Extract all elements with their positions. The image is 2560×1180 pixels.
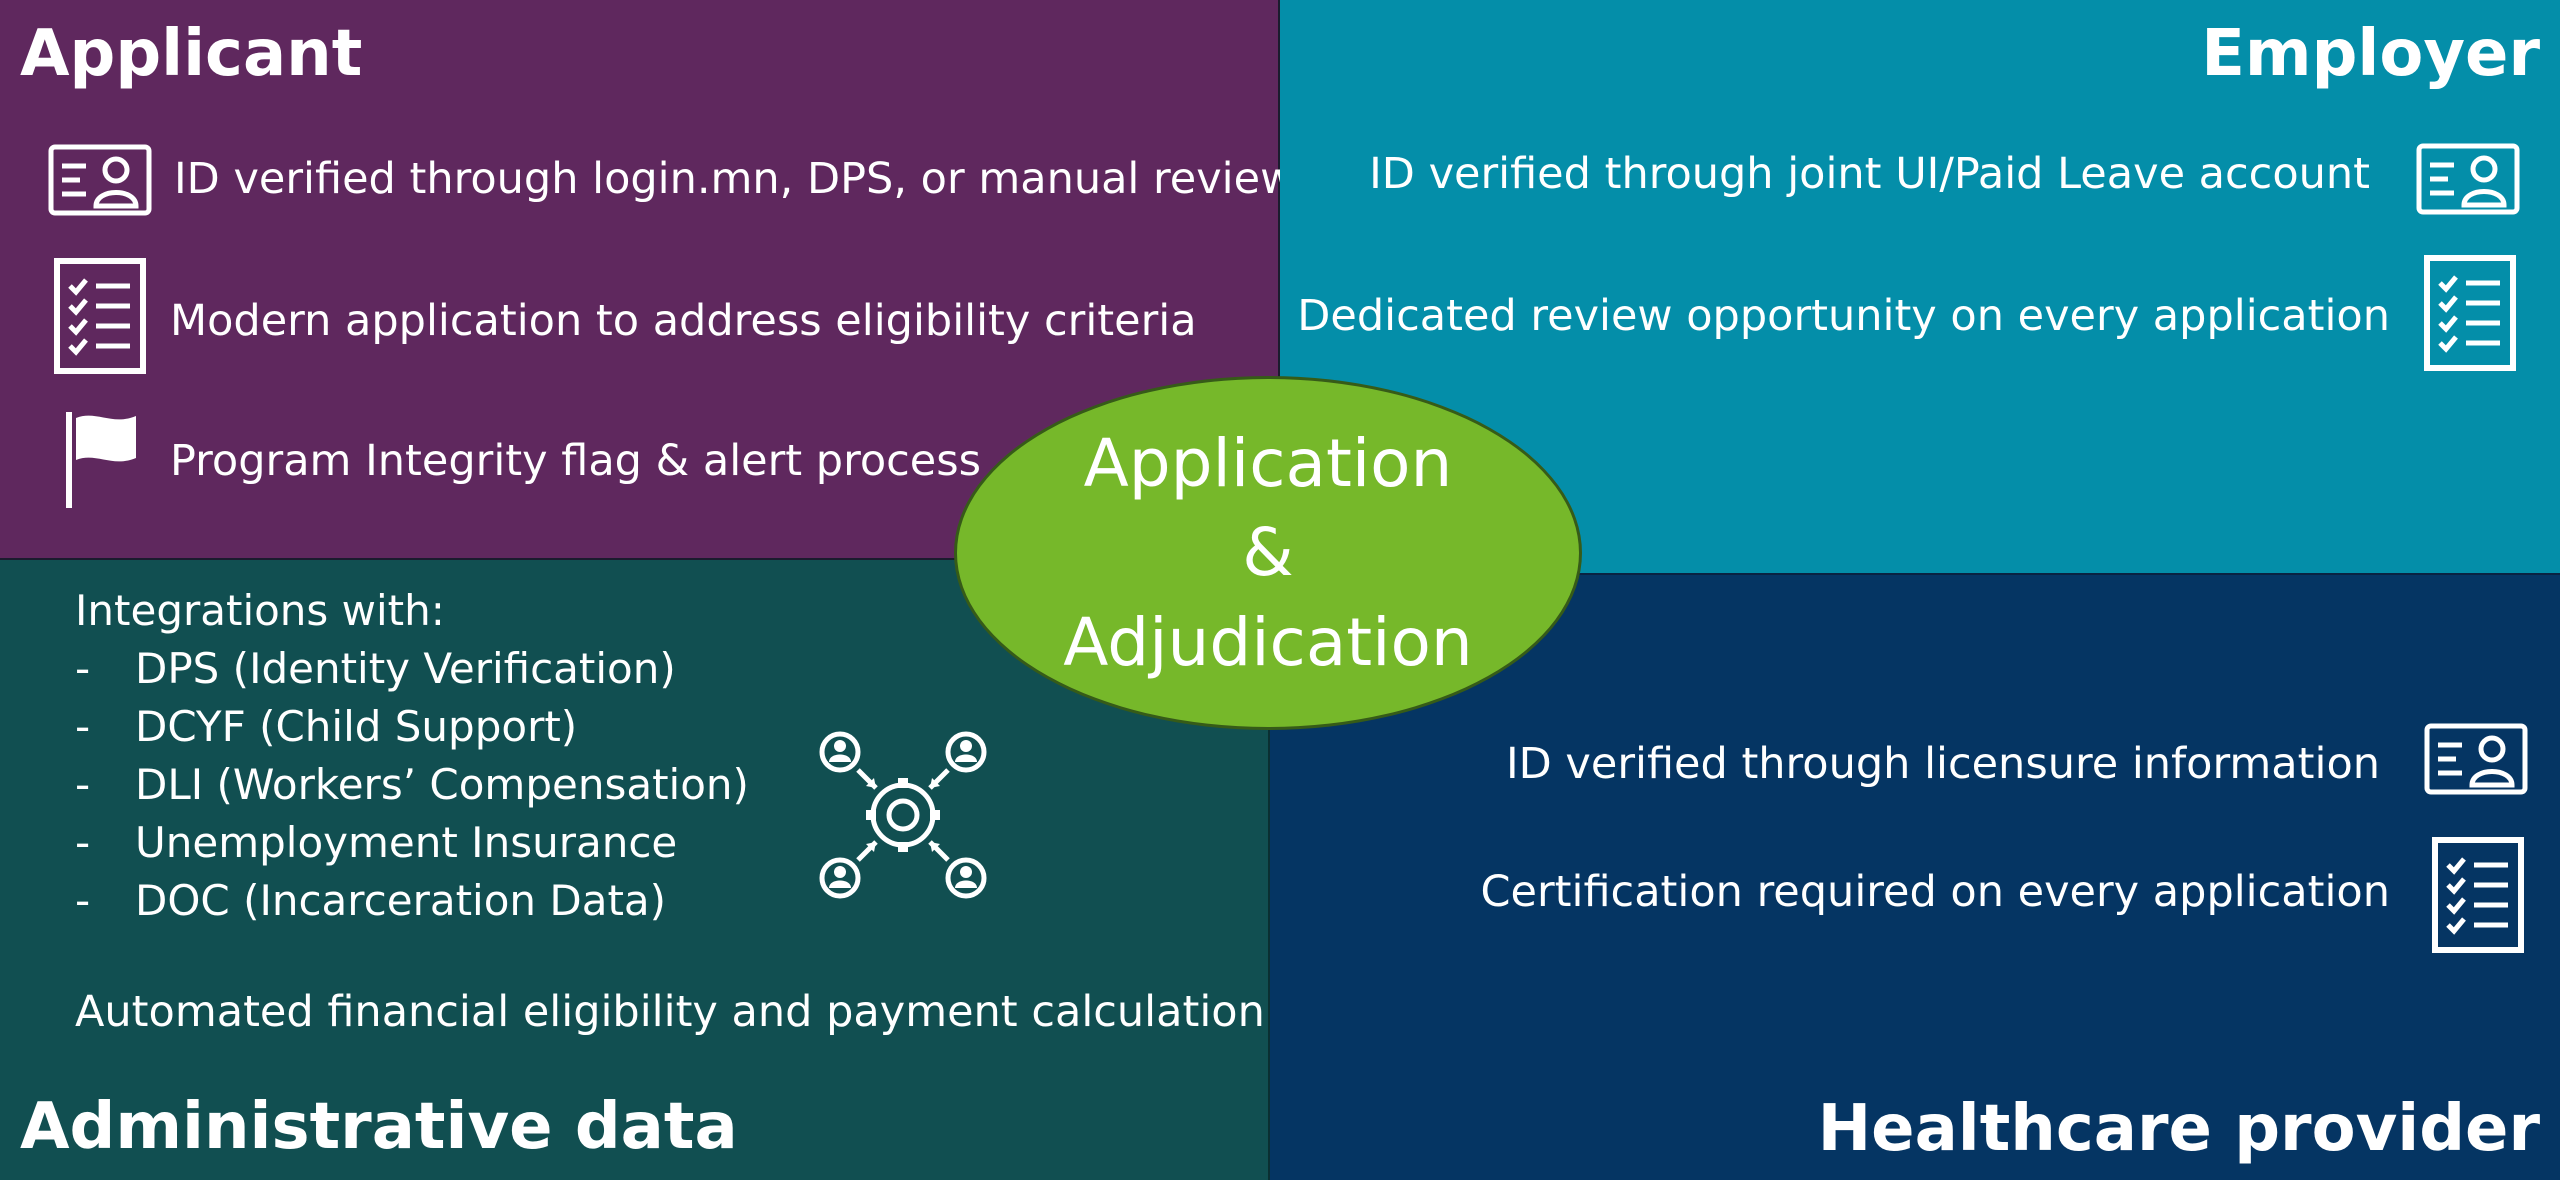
integrations-heading: Integrations with:: [75, 586, 445, 635]
administrative-data-title: Administrative data: [20, 1090, 738, 1164]
applicant-item-program-integrity: Program Integrity flag & alert process: [170, 436, 982, 486]
hub-line-1: Application: [1083, 425, 1453, 503]
automated-calculation-text: Automated financial eligibility and paym…: [75, 987, 1265, 1037]
id-card-icon: [2416, 143, 2520, 215]
list-item: -DCYF (Child Support): [75, 702, 578, 751]
checklist-icon: [54, 258, 146, 374]
healthcare-provider-title: Healthcare provider: [1817, 1092, 2540, 1166]
employer-item-id-verification: ID verified through joint UI/Paid Leave …: [1369, 149, 2370, 199]
list-item: -Unemployment Insurance: [75, 818, 678, 867]
applicant-title: Applicant: [20, 17, 363, 91]
flag-icon: [62, 408, 142, 510]
applicant-quadrant: Applicant ID verified through login.mn, …: [0, 0, 1295, 560]
integration-network-icon: [818, 730, 988, 900]
employer-item-dedicated-review: Dedicated review opportunity on every ap…: [1297, 291, 2390, 341]
applicant-item-id-verification: ID verified through login.mn, DPS, or ma…: [174, 154, 1296, 204]
healthcare-item-certification: Certification required on every applicat…: [1480, 867, 2391, 917]
hub-line-3: Adjudication: [1063, 603, 1473, 681]
list-item: -DOC (Incarceration Data): [75, 876, 667, 925]
administrative-data-quadrant: Administrative data Automated financial …: [0, 560, 1270, 1180]
list-item: -DPS (Identity Verification): [75, 644, 676, 693]
checklist-icon: [2424, 255, 2516, 371]
list-item: -DLI (Workers’ Compensation): [75, 760, 749, 809]
id-card-icon: [2424, 723, 2528, 795]
id-card-icon: [48, 144, 152, 216]
employer-quadrant: Employer ID verified through joint UI/Pa…: [1280, 0, 2560, 573]
checklist-icon: [2432, 837, 2524, 953]
hub-line-2: &: [1242, 514, 1294, 592]
application-adjudication-hub: Application & Adjudication: [954, 376, 1582, 730]
employer-title: Employer: [2201, 17, 2540, 91]
applicant-item-modern-application: Modern application to address eligibilit…: [170, 296, 1197, 346]
integrations-list: Integrations with: -DPS (Identity Verifi…: [75, 582, 749, 930]
healthcare-item-licensure: ID verified through licensure informatio…: [1505, 739, 2380, 789]
